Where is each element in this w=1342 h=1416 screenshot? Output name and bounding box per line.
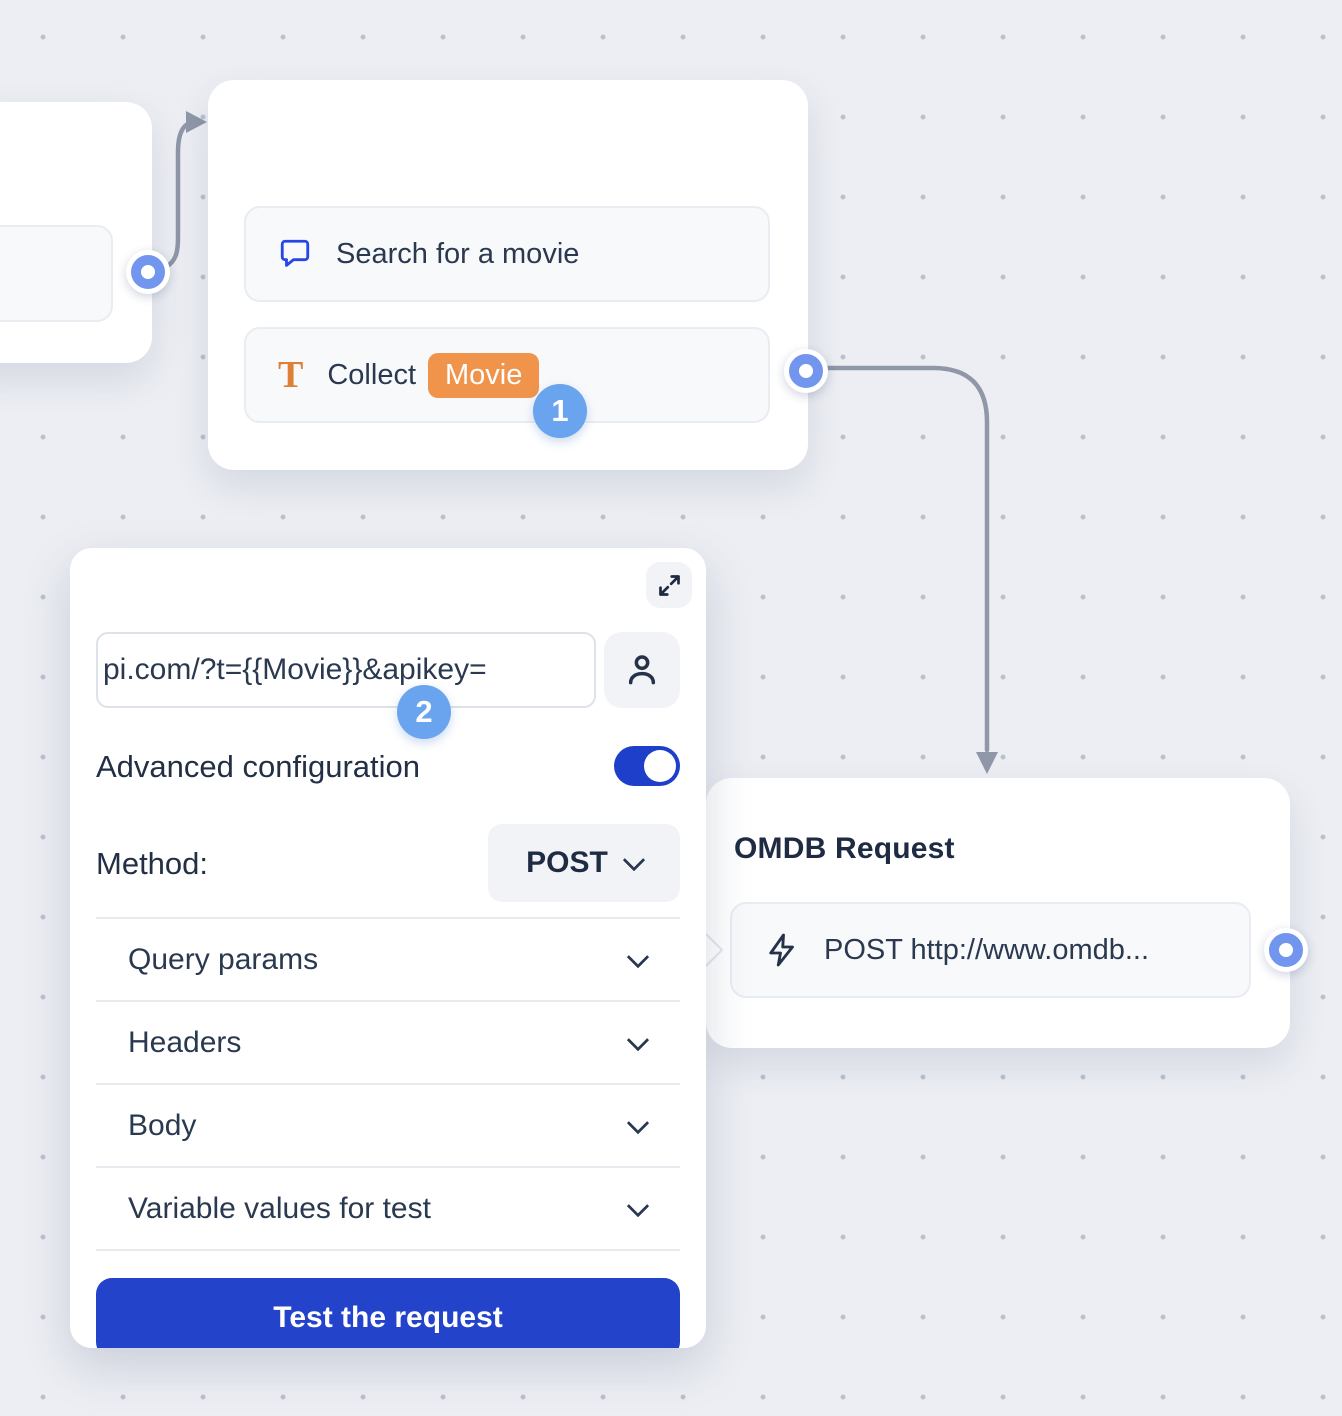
node-row-label: POST http://www.omdb...	[824, 933, 1150, 966]
movie-search-node[interactable]: Movie search Search for a movie T Collec…	[208, 80, 808, 470]
step-badge-1: 1	[533, 384, 587, 438]
output-port-omdb[interactable]	[1264, 928, 1308, 972]
node-row-message[interactable]: Search for a movie	[244, 206, 770, 302]
person-button[interactable]	[604, 632, 680, 708]
section-body[interactable]: Body	[96, 1085, 680, 1168]
lightning-icon	[769, 933, 794, 967]
output-port-left-node[interactable]	[126, 250, 170, 294]
step-badge-2: 2	[397, 685, 451, 739]
chevron-down-icon	[626, 1194, 650, 1217]
section-variable-values[interactable]: Variable values for test	[96, 1168, 680, 1251]
node-row-webhook[interactable]: POST http://www.omdb...	[730, 902, 1251, 998]
node-title: OMDB Request	[734, 832, 955, 865]
connection-line-movie-to-omdb	[821, 365, 990, 753]
expand-icon	[658, 574, 680, 596]
node-row-label: Search for a movie	[336, 237, 580, 270]
section-label: Body	[128, 1108, 197, 1142]
section-label: Query params	[128, 942, 319, 976]
text-field-icon: T	[278, 354, 304, 396]
collapsible-sections: Query params Headers Body Variable value…	[96, 917, 680, 1251]
chat-bubble-icon	[280, 239, 310, 267]
method-row: Method: POST	[96, 824, 680, 902]
advanced-configuration-label: Advanced configuration	[96, 748, 421, 784]
section-query-params[interactable]: Query params	[96, 919, 680, 1002]
arrowhead-right-icon	[186, 111, 207, 133]
chevron-down-icon	[626, 945, 650, 968]
person-icon	[628, 655, 656, 685]
node-row[interactable]	[0, 225, 113, 322]
section-headers[interactable]: Headers	[96, 1002, 680, 1085]
advanced-configuration-toggle[interactable]	[614, 746, 680, 786]
method-select[interactable]: POST	[488, 824, 680, 902]
webhook-editor-panel: Advanced configuration Method: POST Quer…	[70, 548, 706, 1348]
method-value: POST	[526, 846, 608, 879]
url-input[interactable]	[96, 632, 596, 708]
variable-badge[interactable]: Movie	[428, 352, 540, 398]
test-request-button[interactable]: Test the request	[96, 1278, 680, 1348]
omdb-request-node[interactable]: OMDB Request POST http://www.omdb...	[706, 778, 1290, 1048]
section-label: Variable values for test	[128, 1191, 431, 1225]
advanced-configuration-row: Advanced configuration	[96, 744, 680, 788]
chevron-down-icon	[626, 1028, 650, 1051]
arrowhead-down-icon	[976, 752, 998, 774]
section-label: Headers	[128, 1025, 242, 1059]
chevron-down-icon	[622, 848, 646, 872]
chevron-down-icon	[626, 1111, 650, 1134]
connection-line-left-to-movie	[163, 119, 199, 270]
output-port-movie-search[interactable]	[784, 349, 828, 393]
method-label: Method:	[96, 845, 209, 881]
partial-node-card[interactable]	[0, 102, 152, 363]
expand-button[interactable]	[646, 562, 692, 608]
